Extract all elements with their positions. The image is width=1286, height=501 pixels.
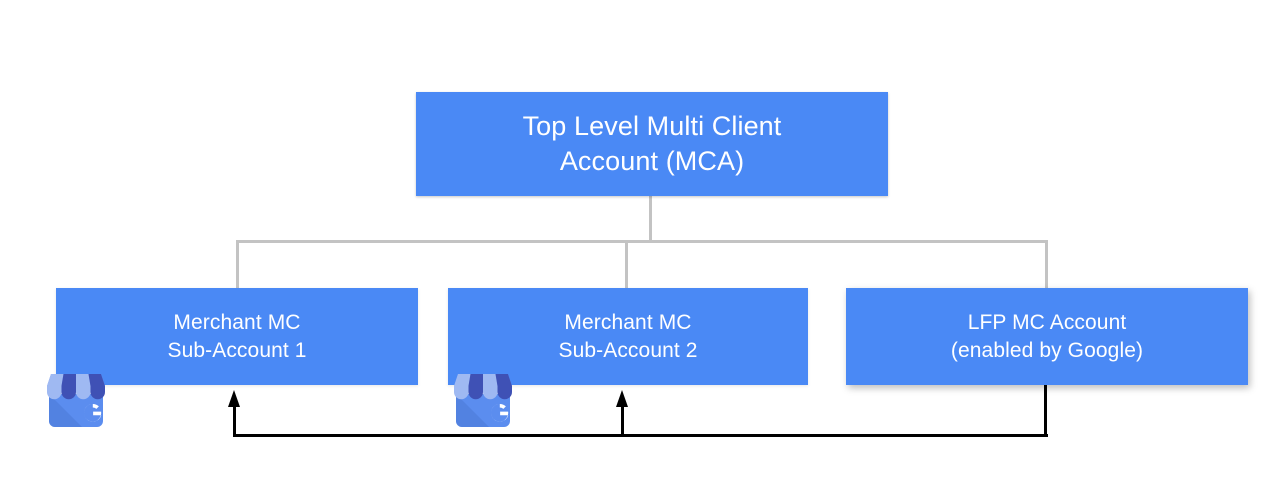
- node-mca-label: Top Level Multi Client Account (MCA): [522, 110, 782, 176]
- arrow-up-segment-sub2: [621, 404, 624, 436]
- connector-horizontal-bar: [236, 240, 1048, 243]
- node-lfp-mc-account[interactable]: LFP MC Account (enabled by Google): [846, 288, 1248, 385]
- connector-drop-sub1: [236, 240, 239, 289]
- arrow-up-segment-sub1: [233, 404, 236, 436]
- node-sub1-label: Merchant MC Sub-Account 1: [167, 311, 307, 362]
- node-merchant-sub-account-1[interactable]: Merchant MC Sub-Account 1: [56, 288, 418, 385]
- google-business-profile-storefront-icon: [447, 364, 519, 436]
- node-top-level-mca[interactable]: Top Level Multi Client Account (MCA): [416, 92, 888, 196]
- connector-drop-sub2: [625, 240, 628, 289]
- arrow-horizontal-segment: [233, 434, 1048, 437]
- arrowhead-to-sub1: [228, 390, 240, 407]
- connector-drop-lfp: [1045, 240, 1048, 289]
- node-merchant-sub-account-2[interactable]: Merchant MC Sub-Account 2: [448, 288, 808, 385]
- arrowhead-to-sub2: [616, 390, 628, 407]
- google-business-profile-storefront-icon: [40, 364, 112, 436]
- arrow-lfp-down-segment: [1044, 385, 1047, 437]
- connector-mca-stem: [649, 196, 652, 242]
- node-sub2-label: Merchant MC Sub-Account 2: [558, 311, 698, 362]
- node-lfp-label: LFP MC Account (enabled by Google): [950, 311, 1144, 362]
